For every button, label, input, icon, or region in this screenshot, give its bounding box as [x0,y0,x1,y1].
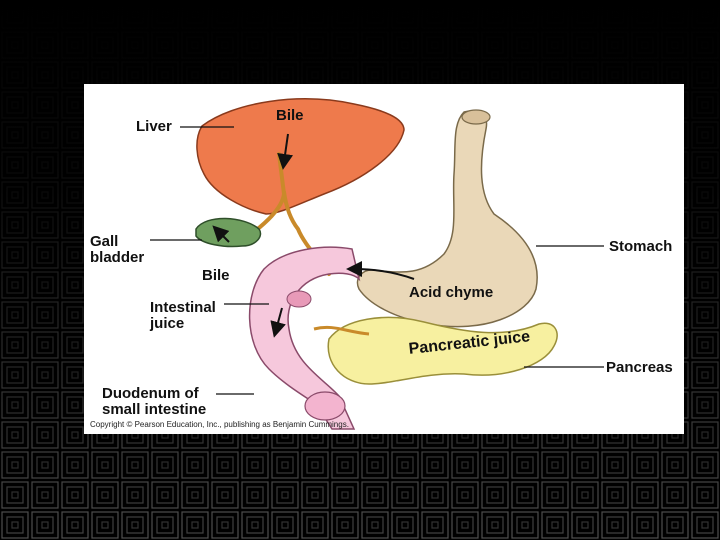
label-acid-chyme: Acid chyme [409,284,494,301]
label-liver: Liver [136,118,172,135]
label-intestinal-juice: Intestinal juice [150,299,216,332]
pancreatic-duct [313,325,370,336]
flow-arrows [212,133,415,338]
duodenum-shape [248,246,361,430]
label-pancreas: Pancreas [606,359,673,376]
label-bile-lower: Bile [202,267,230,284]
pancreas-shape [327,316,558,385]
label-bile-top: Bile [276,107,304,124]
label-gall-bladder: Gall bladder [90,233,145,266]
diagram-illustration [150,98,604,430]
copyright-notice: Copyright © Pearson Education, Inc., pub… [90,420,349,429]
liver-shape [196,98,405,215]
leader-lines [150,126,604,395]
stomach-shape [356,110,538,328]
digestion-diagram: Liver Bile Gall bladder Bile Intestinal … [84,84,684,434]
label-stomach: Stomach [609,238,673,255]
label-duodenum: Duodenum of small intestine [102,385,207,418]
bile-duct [252,152,331,276]
